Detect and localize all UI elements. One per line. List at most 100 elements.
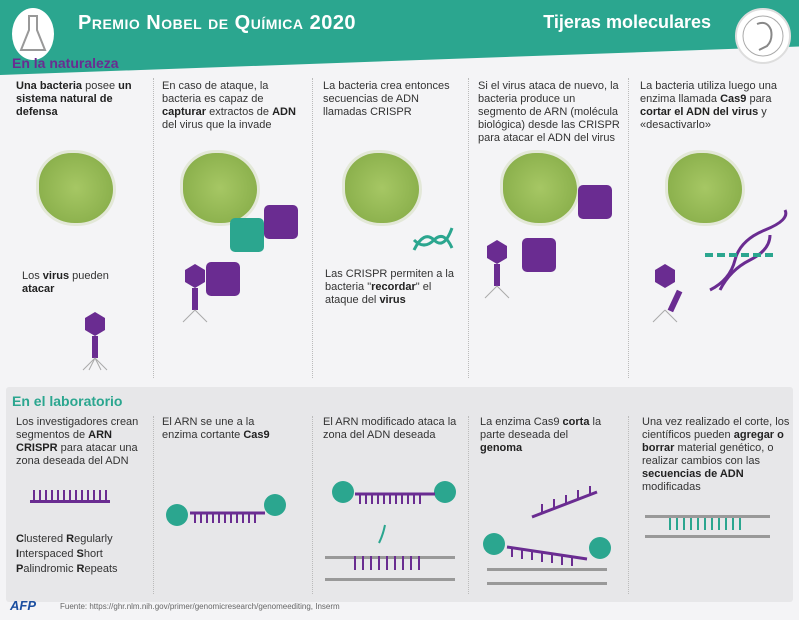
- lab-step-3: El ARN modificado ataca la zona del ADN …: [323, 416, 463, 442]
- virus-icon: [484, 240, 510, 299]
- text-segment: lustered: [23, 533, 67, 545]
- emphasis-text: I: [16, 548, 20, 560]
- lab-step-4: La enzima Cas9 corta la parte deseada de…: [480, 416, 610, 455]
- bacteria-illustration: [665, 150, 745, 226]
- virus-note: Los virus pueden atacar: [22, 270, 122, 296]
- column-divider: [468, 416, 469, 594]
- emphasis-text: secuencias de ADN: [642, 468, 744, 480]
- emphasis-text: Cas9: [720, 93, 747, 105]
- column-divider: [153, 78, 154, 378]
- column-divider: [153, 416, 154, 594]
- dna-fragment-box: [578, 185, 612, 219]
- lab-step-5: Una vez realizado el corte, los científi…: [642, 416, 792, 494]
- dna-icon: [705, 209, 788, 292]
- emphasis-text: C: [16, 533, 24, 545]
- text-segment: material genético, o realizar cambios co…: [642, 442, 774, 467]
- emphasis-text: R: [76, 563, 85, 575]
- text-segment: del virus que la invade: [162, 119, 272, 131]
- nature-step-5: La bacteria utiliza luego una enzima lla…: [640, 80, 790, 132]
- text-segment: Las CRISPR permiten a la bacteria ": [325, 268, 454, 293]
- cas9-rna-icon: [166, 494, 286, 526]
- nature-step-1: Una bacteria posee un sistema natural de…: [16, 80, 151, 119]
- rna-targets-dna-icon: [325, 481, 456, 581]
- acronym-line: Palindromic Repeats: [16, 562, 146, 577]
- text-segment: egularly: [74, 533, 113, 545]
- text-segment: Los investigadores crean segmentos de: [16, 416, 139, 441]
- acronym-line: Clustered Regularly: [16, 532, 146, 547]
- emphasis-text: genoma: [480, 442, 523, 454]
- bacteria-illustration: [36, 150, 116, 226]
- text-segment: nterspaced: [19, 548, 77, 560]
- bacteria-illustration: [500, 150, 580, 226]
- emphasis-text: corta: [562, 416, 590, 428]
- column-divider: [312, 416, 313, 594]
- dna-icon: [412, 227, 454, 251]
- nature-step-2: En caso de ataque, la bacteria es capaz …: [162, 80, 302, 132]
- text-segment: hort: [83, 548, 103, 560]
- text-segment: La bacteria crea entonces secuencias de …: [323, 80, 450, 118]
- nobel-medal-icon: [735, 8, 791, 64]
- lab-step-1: Los investigadores crean segmentos de AR…: [16, 416, 146, 468]
- source-text: Fuente: https://ghr.nlm.nih.gov/primer/g…: [60, 602, 340, 611]
- virus-icon: [82, 312, 108, 371]
- text-segment: modificadas: [642, 481, 701, 493]
- column-divider: [468, 78, 469, 378]
- bacteria-illustration: [342, 150, 422, 226]
- text-segment: Una vez realizado el corte, los científi…: [642, 416, 790, 441]
- crispr-acronym: Clustered Regularly Interspaced Short Pa…: [16, 532, 146, 577]
- column-divider: [312, 78, 313, 378]
- emphasis-text: R: [66, 533, 75, 545]
- modified-dna-icon: [645, 515, 770, 538]
- emphasis-text: capturar: [162, 106, 207, 118]
- text-segment: y «desactivarlo»: [640, 106, 767, 131]
- afp-logo: AFP: [10, 598, 36, 613]
- emphasis-text: ARN CRISPR: [16, 429, 112, 454]
- emphasis-text: P: [16, 563, 24, 575]
- section-heading-nature: En la naturaleza: [12, 55, 119, 71]
- emphasis-text: atacar: [22, 283, 55, 295]
- emphasis-text: virus: [42, 270, 70, 282]
- emphasis-text: ADN: [272, 106, 296, 118]
- bacteria-illustration: [180, 150, 260, 226]
- emphasis-text: Cas9: [243, 429, 270, 441]
- emphasis-text: agregar o borrar: [642, 429, 784, 454]
- text-segment: El ARN modificado ataca la zona del ADN …: [323, 416, 457, 441]
- column-divider: [628, 78, 629, 378]
- virus-icon: [182, 264, 208, 323]
- acronym-line: Interspaced Short: [16, 547, 146, 562]
- text-segment: Los: [22, 270, 43, 282]
- dna-fragment-box: [522, 238, 556, 272]
- nature-step-4: Si el virus ataca de nuevo, la bacteria …: [478, 80, 626, 145]
- text-segment: para atacar una zona deseada del ADN: [16, 442, 138, 467]
- text-segment: posee: [82, 80, 119, 92]
- text-segment: epeats: [84, 563, 118, 575]
- dna-fragment-box: [206, 262, 240, 296]
- emphasis-text: virus: [379, 294, 406, 306]
- emphasis-text: un sistema natural de defensa: [16, 80, 132, 118]
- text-segment: la parte deseada del: [480, 416, 602, 441]
- rna-strand-icon: [30, 490, 110, 503]
- text-segment: Si el virus ataca de nuevo, la bacteria …: [478, 80, 620, 144]
- section-heading-lab: En el laboratorio: [12, 393, 123, 409]
- emphasis-text: Una bacteria: [16, 80, 83, 92]
- text-segment: El ARN se une a la enzima cortante: [162, 416, 255, 441]
- column-divider: [628, 416, 629, 594]
- crispr-note: Las CRISPR permiten a la bacteria "recor…: [325, 268, 455, 307]
- text-segment: La enzima Cas9: [480, 416, 563, 428]
- lab-step-2: El ARN se une a la enzima cortante Cas9: [162, 416, 292, 442]
- flask-icon: [12, 8, 54, 60]
- page-subtitle: Tijeras moleculares: [543, 12, 711, 32]
- dna-fragment-box: [264, 205, 298, 239]
- page-title: Premio Nobel de Química 2020: [78, 12, 357, 34]
- emphasis-text: cortar el ADN del virus: [640, 106, 759, 118]
- virus-icon: [652, 264, 683, 323]
- text-segment: para: [746, 93, 772, 105]
- emphasis-text: recordar: [371, 281, 416, 293]
- text-segment: En caso de ataque, la bacteria es capaz …: [162, 80, 269, 105]
- text-segment: extractos de: [206, 106, 273, 118]
- emphasis-text: S: [76, 548, 84, 560]
- cas9-cut-icon: [483, 486, 611, 585]
- text-segment: pueden: [69, 270, 109, 282]
- dna-fragment-box: [230, 218, 264, 252]
- text-segment: " el ataque del: [325, 281, 432, 306]
